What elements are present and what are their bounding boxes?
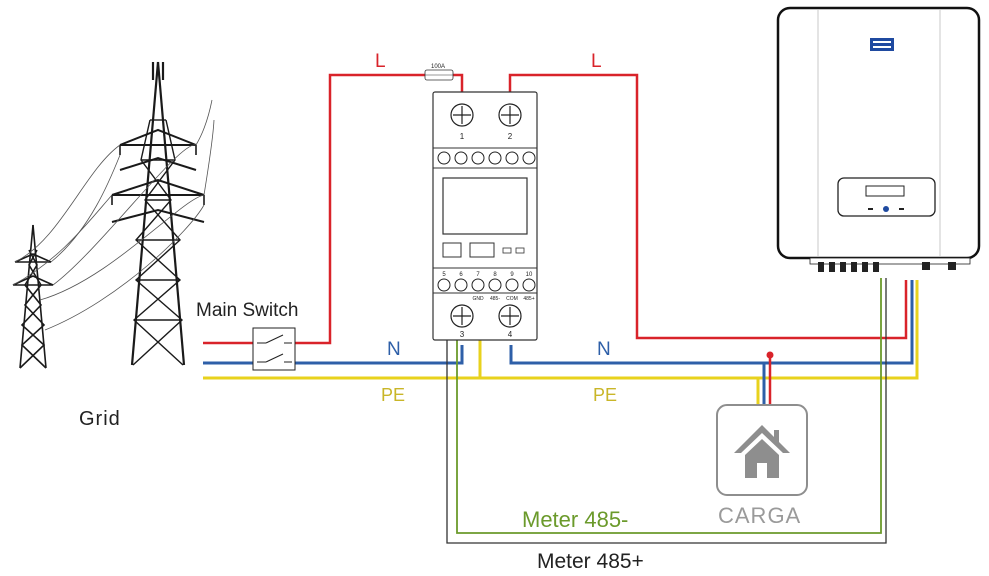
- meter-485-plus-label: Meter 485+: [537, 550, 644, 573]
- house-icon: [734, 425, 790, 478]
- line-label-left: L: [375, 51, 386, 72]
- meter-terminal-number: 7: [476, 272, 480, 278]
- inverter-logo-icon: [870, 38, 894, 51]
- carga-label: CARGA: [718, 503, 802, 528]
- line-label-right: L: [591, 51, 602, 72]
- inverter-led: [883, 206, 889, 212]
- line-wire: [203, 73, 908, 405]
- pe-label-right: PE: [593, 385, 618, 405]
- grid-label: Grid: [79, 408, 121, 430]
- meter-terminal-number: 6: [459, 272, 463, 278]
- fuse-rating: 100A: [431, 64, 445, 70]
- meter-terminal-number: 2: [508, 132, 513, 141]
- meter-terminal-number: 9: [510, 272, 514, 278]
- neutral-label-right: N: [597, 339, 611, 360]
- meter-terminal-number: 10: [526, 272, 533, 278]
- meter-terminal-number: 8: [493, 272, 497, 278]
- meter-terminal-name: 485-: [490, 296, 500, 302]
- power-tower-icon: [12, 61, 215, 369]
- neutral-label-left: N: [387, 339, 401, 360]
- meter-terminal-name: 485+: [523, 296, 534, 302]
- meter-screw-row-top: [437, 151, 536, 165]
- energy-meter: [432, 91, 538, 341]
- meter-485-minus-wire: [456, 278, 882, 534]
- meter-485-plus-wire: [446, 278, 887, 544]
- fuse-icon: [424, 69, 454, 81]
- meter-terminal-4: [498, 304, 522, 328]
- meter-screw-row-bottom: [437, 278, 536, 292]
- meter-terminal-number: 4: [508, 330, 513, 339]
- meter-terminal-name: COM: [506, 296, 518, 302]
- pe-label-left: PE: [381, 385, 406, 405]
- main-switch-label: Main Switch: [196, 300, 299, 321]
- switch-icon: [252, 327, 296, 371]
- inverter: [776, 6, 981, 272]
- meter-terminal-number: 3: [460, 330, 465, 339]
- meter-terminal-3: [450, 304, 474, 328]
- meter-terminal-number: 1: [460, 132, 465, 141]
- meter-terminal-name: GND: [472, 296, 484, 302]
- meter-terminal-2: [498, 103, 522, 127]
- meter-485-minus-label: Meter 485-: [522, 507, 629, 532]
- meter-terminal-1: [450, 103, 474, 127]
- junction-dot: [766, 351, 774, 359]
- meter-terminal-number: 5: [442, 272, 446, 278]
